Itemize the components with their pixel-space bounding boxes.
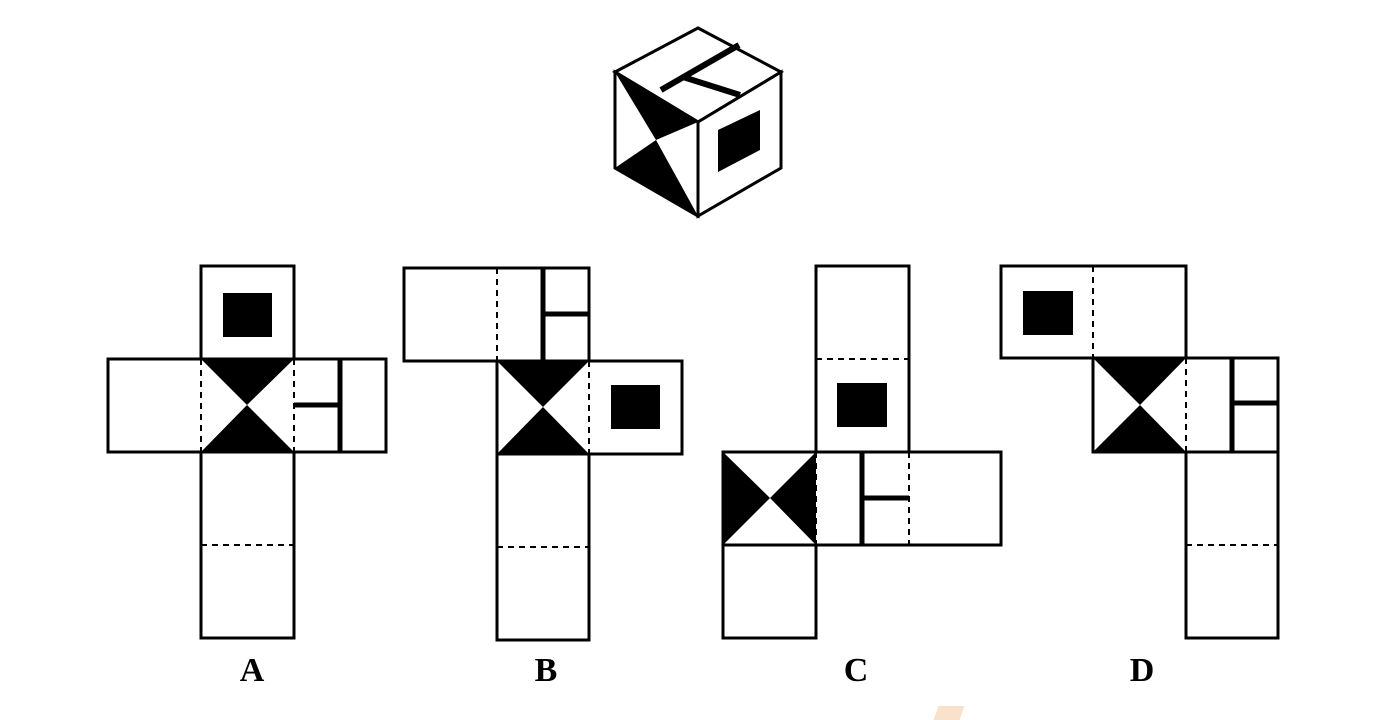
black-square [611,385,660,429]
net-option-d [999,264,1280,640]
reference-cube [611,26,785,219]
cube-top-h-line-2 [682,74,741,98]
hourglass-top [201,359,294,405]
cube-top-h-line-1 [659,42,741,93]
hourglass-right [770,452,816,545]
hourglass-bottom [201,405,294,452]
option-label-a[interactable]: A [239,652,265,689]
option-label-d[interactable]: D [1129,652,1155,689]
cube-right-square [718,110,760,172]
net-option-c [721,264,1003,640]
watermark-mark [933,706,965,720]
hourglass-bottom [1093,405,1186,452]
option-label-c[interactable]: C [843,652,869,689]
net-option-b [402,266,684,642]
black-square [837,383,887,427]
cube-left-triangle-upper [615,72,698,140]
option-label-b[interactable]: B [534,652,558,689]
hourglass-bottom [497,407,589,454]
black-square [223,293,272,337]
hourglass-left [723,452,770,545]
net-option-a [106,264,388,640]
cube-left-triangle-lower [615,140,698,216]
black-square [1023,291,1073,335]
hourglass-top [497,361,589,407]
hourglass-top [1093,358,1186,405]
